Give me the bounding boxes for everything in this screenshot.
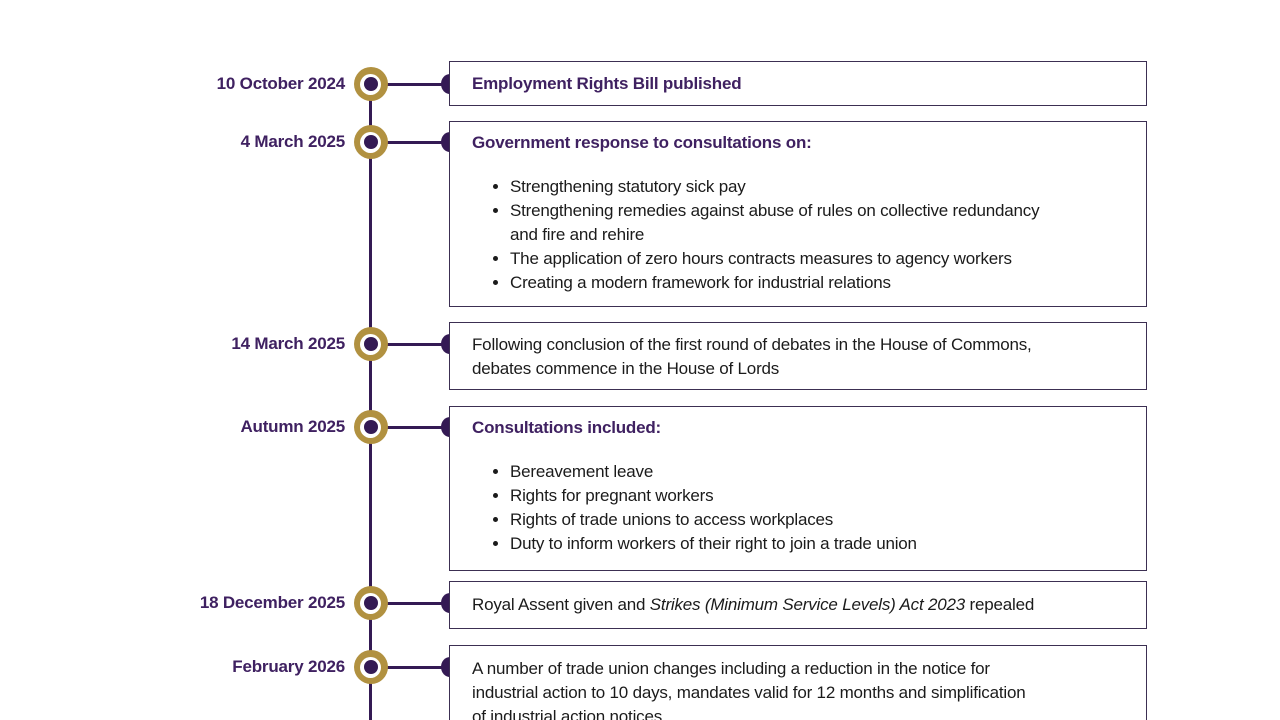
connector-line xyxy=(370,140,450,144)
event-bullet-item: Rights for pregnant workers xyxy=(510,484,1126,508)
timeline-node-ring xyxy=(360,416,381,438)
timeline-node-icon xyxy=(353,410,388,444)
timeline-date: Autumn 2025 xyxy=(240,417,345,436)
event-text-segment: Royal Assent given and xyxy=(472,595,650,614)
timeline-node-ring xyxy=(360,333,381,355)
event-bullet-item: The application of zero hours contracts … xyxy=(510,247,1126,271)
timeline-node-icon xyxy=(353,327,388,361)
timeline-date: 10 October 2024 xyxy=(216,74,346,93)
event-bullet-list: Strengthening statutory sick payStrength… xyxy=(472,175,1126,295)
timeline-node-icon xyxy=(353,586,388,620)
event-text-segment: repealed xyxy=(965,595,1035,614)
timeline-node-ring xyxy=(360,592,381,614)
event-text-italic-segment: Strikes (Minimum Service Levels) Act 202… xyxy=(649,595,966,614)
connector-line xyxy=(370,342,450,346)
timeline-node-icon xyxy=(353,125,388,159)
timeline-date: 18 December 2025 xyxy=(199,593,345,612)
connector-line xyxy=(370,82,450,86)
event-box: Royal Assent given and Strikes (Minimum … xyxy=(449,581,1147,629)
timeline-node-icon xyxy=(353,650,388,684)
event-text-segment: A number of trade union changes includin… xyxy=(472,659,1026,720)
connector-line xyxy=(370,601,450,605)
event-title: Consultations included: xyxy=(472,418,662,437)
event-bullet-item: Creating a modern framework for industri… xyxy=(510,271,1126,295)
event-bullet-item: Bereavement leave xyxy=(510,460,1126,484)
event-text-segment: Following conclusion of the first round … xyxy=(472,335,1032,378)
timeline-node-ring xyxy=(360,73,381,95)
timeline-date: 14 March 2025 xyxy=(231,334,345,353)
timeline-node-ring xyxy=(360,656,381,678)
connector-line xyxy=(370,665,450,669)
event-bullet-item: Rights of trade unions to access workpla… xyxy=(510,508,1126,532)
timeline-node-core xyxy=(363,337,378,351)
event-box: Following conclusion of the first round … xyxy=(449,322,1147,390)
event-title: Government response to consultations on: xyxy=(472,133,812,152)
timeline-date: February 2026 xyxy=(232,657,345,676)
event-bullet-item: Strengthening remedies against abuse of … xyxy=(510,199,1126,247)
timeline-node-core xyxy=(363,77,378,91)
timeline-node-ring xyxy=(360,131,381,153)
timeline-node-core xyxy=(363,596,378,610)
event-box: Employment Rights Bill published xyxy=(449,61,1147,106)
event-box: Government response to consultations on:… xyxy=(449,121,1147,307)
event-text: Following conclusion of the first round … xyxy=(472,333,1126,381)
timeline-vertical-line xyxy=(369,84,372,720)
event-text: Royal Assent given and Strikes (Minimum … xyxy=(472,593,1126,617)
timeline-date: 4 March 2025 xyxy=(240,132,346,151)
event-box: A number of trade union changes includin… xyxy=(449,645,1147,720)
connector-line xyxy=(370,425,450,429)
timeline-node-core xyxy=(363,420,378,434)
event-bullet-list: Bereavement leaveRights for pregnant wor… xyxy=(472,460,1126,556)
timeline-node-core xyxy=(363,135,378,149)
event-box: Consultations included: Bereavement leave… xyxy=(449,406,1147,571)
timeline-node-icon xyxy=(353,67,388,101)
event-text: A number of trade union changes includin… xyxy=(472,657,1126,720)
event-bullet-item: Strengthening statutory sick pay xyxy=(510,175,1126,199)
event-title: Employment Rights Bill published xyxy=(472,74,742,93)
timeline-node-core xyxy=(363,660,378,674)
event-bullet-item: Duty to inform workers of their right to… xyxy=(510,532,1126,556)
